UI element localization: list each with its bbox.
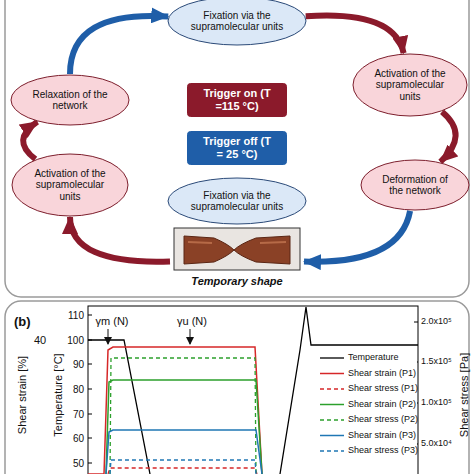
photo-background (174, 228, 300, 270)
panel-frame (5, 301, 469, 474)
legend-sample (320, 388, 344, 389)
stress-curve (110, 460, 256, 474)
tick-label: 40 (34, 334, 46, 346)
temperature-curve (280, 307, 418, 474)
photo-panel: Temporary shape (170, 228, 304, 290)
tick-label: 110 (68, 310, 84, 321)
axis-ticks (88, 315, 418, 463)
trigger-box: Trigger off (T = 25 °C) (187, 131, 287, 165)
trigger-box: Trigger on (T =115 °C) (187, 83, 287, 117)
tick-label: 2.0x10⁵ (421, 317, 452, 327)
axis-title: Temperature [°C] (52, 353, 64, 436)
legend-sample (320, 357, 344, 358)
legend-sample (320, 435, 344, 437)
stress-curve (108, 468, 257, 474)
tick-label: 90 (73, 359, 84, 370)
ellipse-shape (12, 154, 128, 216)
cycle-arrow (304, 211, 410, 262)
strain-curve (106, 430, 262, 474)
annotation-arrow (108, 329, 109, 344)
sample-highlight (188, 242, 286, 243)
activation-ellipse: Activation of the supramolecular units (352, 53, 468, 117)
relaxation-ellipse: Relaxation of the network (10, 74, 130, 126)
box-shape (188, 84, 287, 117)
panel-letter: (b) (14, 315, 31, 329)
legend-label: Shear strain (P2) (348, 400, 416, 410)
fixation-ellipse: Fixation via the supramolecular units (167, 0, 307, 46)
box-shape (188, 132, 287, 165)
tick-label: 80 (73, 384, 84, 395)
tick-label: 70 (73, 409, 84, 420)
annotation-label: γu (N) (177, 315, 207, 327)
node-label: Fixation via the supramolecular units (185, 10, 289, 33)
axis-title: Shear strain [%] (16, 356, 28, 434)
ellipse-shape (361, 160, 469, 210)
ellipse-shape (11, 75, 129, 125)
strain-curve (88, 347, 262, 474)
annotation-label: γm (N) (96, 315, 129, 327)
tick-label: 1.0x10⁵ (421, 398, 452, 408)
fixation-ellipse: Fixation via the supramolecular units (167, 177, 307, 225)
strain-curve (106, 380, 262, 474)
activation-ellipse: Activation of the supramolecular units (11, 153, 129, 217)
node-label: Activation of the supramolecular units (26, 168, 114, 203)
stress-curve (110, 358, 256, 474)
tick-label: 50 (73, 458, 84, 469)
legend-sample (320, 450, 344, 451)
plot-frame (88, 306, 418, 474)
legend-background (316, 351, 417, 459)
legend-label: Shear strain (P3) (348, 431, 416, 441)
legend-label: Shear stress (P3) (348, 446, 418, 456)
node-label: Trigger off (T = 25 °C) (201, 135, 273, 160)
annotation-arrow (190, 329, 191, 344)
cycle-arrow (70, 217, 170, 262)
deformation-ellipse: Deformation of the network (360, 159, 470, 211)
node-label: Deformation of the network (375, 174, 455, 197)
legend-sample (320, 419, 344, 420)
legend-label: Shear stress (P1) (348, 384, 418, 394)
node-label: Relaxation of the network (27, 89, 113, 112)
axis-title: Shear stress [Pa] (458, 353, 470, 437)
photo-caption: Temporary shape (172, 275, 302, 288)
panel-frame (5, 0, 469, 297)
tick-label: 1.5x10⁵ (421, 357, 452, 367)
node-label: Trigger on (T =115 °C) (201, 87, 273, 112)
cycle-arrow (440, 112, 455, 162)
legend-label: Shear strain (P1) (348, 369, 416, 379)
cycle-arrow (23, 122, 37, 159)
tick-label: 5.0x10⁴ (421, 439, 452, 449)
ellipse-shape (168, 0, 306, 45)
sample-photo (184, 236, 290, 264)
temperature-curve (88, 340, 150, 474)
cycle-arrow (70, 16, 168, 74)
ellipse-shape (168, 178, 306, 224)
tick-label: 60 (73, 433, 84, 444)
legend-label: Temperature (348, 353, 399, 363)
legend-label: Shear stress (P2) (348, 415, 418, 425)
tick-label: 100 (67, 335, 84, 346)
node-label: Activation of the supramolecular units (366, 68, 454, 103)
cycle-arrow (306, 15, 404, 53)
node-label: Fixation via the supramolecular units (185, 190, 289, 213)
ellipse-shape (353, 54, 467, 116)
legend-sample (320, 404, 344, 406)
legend-sample (320, 373, 344, 375)
